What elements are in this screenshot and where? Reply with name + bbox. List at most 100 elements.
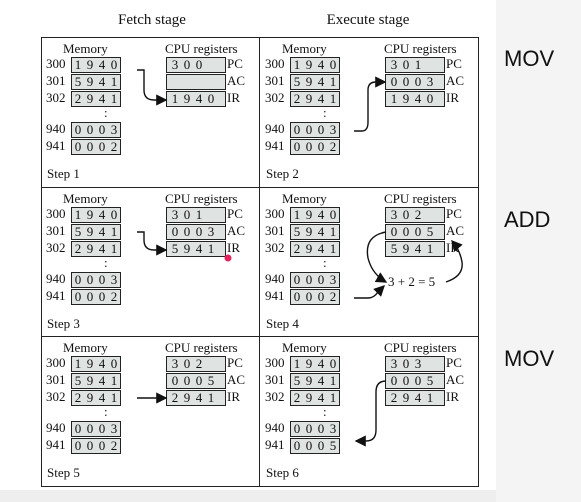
memory-digit: 1: [74, 356, 82, 371]
memory-digit: 0: [86, 122, 94, 137]
memory-address: 940: [46, 121, 66, 136]
memory-address: 302: [46, 389, 66, 404]
register-digit: 0: [171, 224, 179, 239]
register-label-ir: IR: [446, 240, 459, 255]
memory-digit: 1: [329, 241, 337, 256]
register-digit: 1: [171, 91, 179, 106]
memory-address: 301: [265, 223, 285, 238]
memory-address: 940: [46, 420, 66, 435]
register-digit: 5: [171, 241, 179, 256]
memory-digit: 9: [86, 74, 94, 89]
register-label-pc: PC: [446, 206, 462, 221]
register-digit: 0: [195, 373, 203, 388]
memory-digit: 4: [98, 207, 106, 222]
memory-label: Memory: [63, 340, 108, 355]
memory-digit: 0: [110, 207, 118, 222]
register-label-ir: IR: [227, 389, 240, 404]
register-digit: 0: [183, 57, 191, 72]
memory-digit: 1: [293, 207, 301, 222]
memory-digit: 0: [86, 438, 94, 453]
memory-digit: 2: [74, 390, 82, 405]
memory-address: 302: [265, 389, 285, 404]
register-label-pc: PC: [446, 355, 462, 370]
memory-digit: 9: [305, 390, 313, 405]
memory-address: 940: [265, 420, 285, 435]
memory-digit: 4: [98, 241, 106, 256]
register-label-pc: PC: [227, 206, 243, 221]
register-label-ir: IR: [227, 90, 240, 105]
register-digit: 0: [414, 224, 422, 239]
memory-digit: 4: [98, 91, 106, 106]
memory-digit: 4: [98, 356, 106, 371]
memory-address: 940: [265, 121, 285, 136]
memory-address: 941: [265, 288, 285, 303]
memory-digit: 0: [98, 421, 106, 436]
register-digit: 3: [171, 356, 179, 371]
memory-digit: 2: [110, 438, 118, 453]
memory-address: 302: [46, 90, 66, 105]
memory-address: 940: [265, 271, 285, 286]
register-digit: 0: [183, 224, 191, 239]
memory-address: 941: [46, 288, 66, 303]
cpu-registers-label: CPU registers: [165, 340, 238, 355]
register-label-ac: AC: [446, 73, 465, 88]
memory-digit: 2: [74, 241, 82, 256]
memory-digit: 1: [110, 74, 118, 89]
memory-address: 941: [46, 138, 66, 153]
register-digit: 2: [195, 356, 203, 371]
register-label-ir: IR: [227, 240, 240, 255]
op-label-mov-1: MOV: [504, 46, 555, 71]
register-ac: [166, 74, 226, 90]
register-digit: 0: [414, 373, 422, 388]
memory-digit: 0: [317, 289, 325, 304]
memory-digit: 2: [110, 139, 118, 154]
memory-digit: 9: [305, 356, 313, 371]
memory-digit: 0: [98, 438, 106, 453]
memory-address: 300: [265, 206, 285, 221]
register-digit: 0: [183, 207, 191, 222]
register-label-pc: PC: [227, 56, 243, 71]
register-label-ac: AC: [227, 223, 246, 238]
step-label: Step 6: [266, 465, 299, 480]
register-digit: 0: [402, 356, 410, 371]
register-digit: 3: [390, 57, 398, 72]
register-digit: 1: [426, 241, 434, 256]
memory-digit: 0: [74, 289, 82, 304]
register-digit: 2: [171, 390, 179, 405]
memory-address: 301: [46, 73, 66, 88]
memory-digit: 0: [86, 289, 94, 304]
register-digit: 0: [183, 373, 191, 388]
register-digit: 5: [426, 224, 434, 239]
memory-ellipsis: :: [104, 404, 108, 419]
memory-digit: 0: [86, 421, 94, 436]
memory-digit: 2: [74, 91, 82, 106]
memory-digit: 0: [74, 438, 82, 453]
memory-digit: 0: [74, 122, 82, 137]
memory-digit: 9: [86, 390, 94, 405]
memory-digit: 9: [305, 91, 313, 106]
register-digit: 9: [183, 390, 191, 405]
register-label-ir: IR: [446, 389, 459, 404]
memory-ellipsis: :: [104, 255, 108, 270]
memory-digit: 5: [74, 224, 82, 239]
